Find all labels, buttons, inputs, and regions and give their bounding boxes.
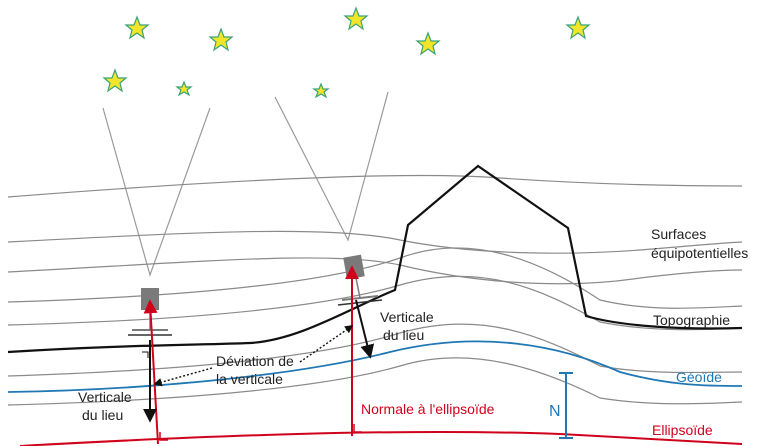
topography-line [7, 164, 743, 354]
normal-left-arrow [143, 299, 159, 445]
geoid-line [7, 340, 743, 393]
ellipsoid-line [19, 430, 743, 446]
star-icon [124, 15, 150, 40]
geoid-undulation: N [549, 372, 573, 439]
label-verticale-left-2: du lieu [82, 407, 123, 423]
equipotential-surfaces [7, 174, 743, 406]
deviation-arrow-left [153, 367, 213, 387]
small-angle-left [142, 351, 149, 358]
label-verticale-left-1: Verticale [78, 389, 132, 405]
star-icon [175, 80, 193, 97]
label-topographie: Topographie [653, 312, 730, 328]
label-verticale-right-1: Verticale [380, 309, 434, 325]
star-icon [312, 82, 330, 99]
star-icon [102, 68, 128, 93]
star-icon [343, 6, 369, 31]
n-label: N [549, 403, 561, 420]
star-icon [565, 15, 591, 40]
label-deviation-2: la verticale [216, 371, 283, 387]
label-ellipsoide: Ellipsoïde [652, 422, 713, 438]
stars [102, 6, 591, 99]
deviation-arrow-right [299, 325, 354, 363]
label-surfaces-1: Surfaces [651, 226, 706, 242]
label-verticale-right-2: du lieu [383, 327, 424, 343]
vertical-right-arrow [355, 299, 375, 359]
label-deviation-1: Déviation de [216, 353, 294, 369]
label-normale: Normale à l'ellipsoïde [361, 401, 495, 417]
label-surfaces-2: équipotentielles [651, 245, 748, 261]
sight-lines [102, 91, 389, 277]
star-icon [208, 27, 234, 52]
right-angle-left [159, 432, 168, 441]
star-icon [415, 31, 441, 56]
label-geoide: Géoïde [676, 369, 722, 385]
right-angle-right [353, 424, 362, 433]
